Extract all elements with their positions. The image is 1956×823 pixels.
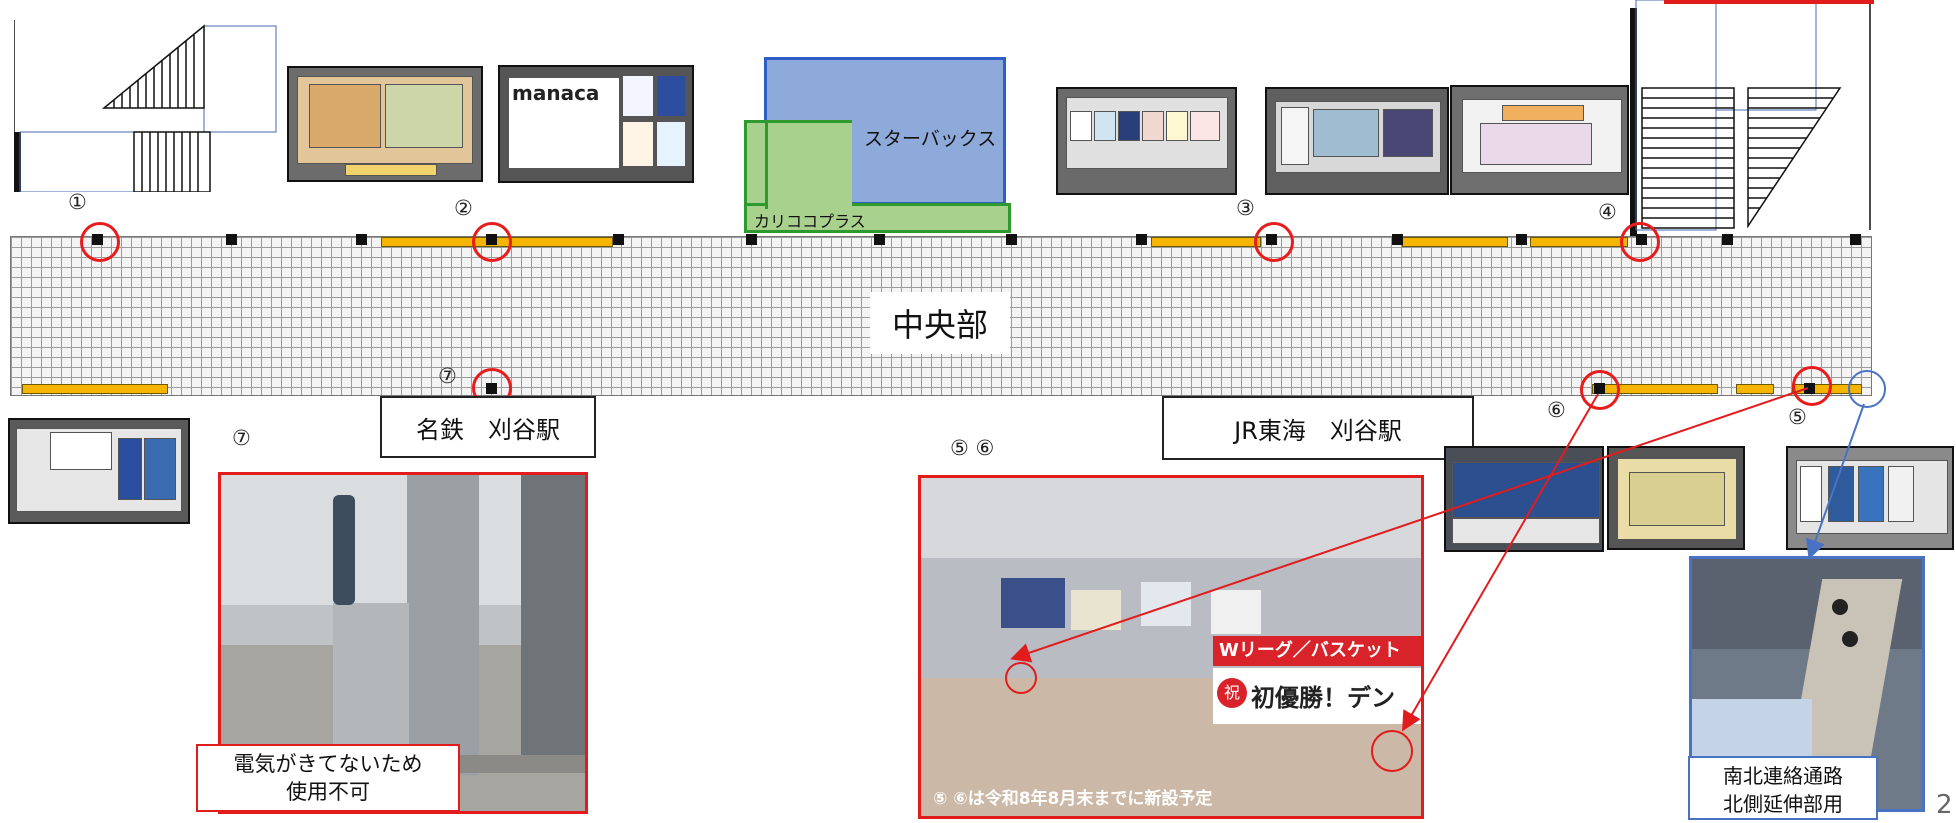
marker-label-4: ④ <box>1598 200 1617 224</box>
north-extension-caption: 南北連絡通路 北側延伸部用 <box>1688 756 1878 820</box>
arrow-6-to-photo <box>1401 393 1599 732</box>
north-caption-line-1: 南北連絡通路 <box>1723 764 1843 788</box>
starbucks-label: スターバックス <box>864 128 997 150</box>
photo-board-3 <box>1056 87 1237 195</box>
marker-label-3: ③ <box>1236 196 1255 220</box>
pillar <box>613 234 624 245</box>
pillar <box>1516 234 1527 245</box>
caption-line-1: 電気がきてないため <box>233 752 423 776</box>
marker-label-2: ② <box>454 196 473 220</box>
location-marker-1[interactable] <box>80 222 120 262</box>
left-stairs-drawing <box>13 20 277 193</box>
right-stairs-drawing <box>1630 0 1871 238</box>
photo-board-6a <box>1444 446 1604 552</box>
location-marker-3[interactable] <box>1254 222 1294 262</box>
bench-bar <box>22 384 168 394</box>
photo-5-6-note: ⑤ ⑥は令和8年8月末までに新設予定 <box>933 789 1213 809</box>
caption-power-unavailable: 電気がきてないため 使用不可 <box>196 744 460 812</box>
pillar <box>746 234 757 245</box>
photo-manaca-board: manaca <box>498 65 694 183</box>
photo-board-5 <box>1450 85 1629 195</box>
red-top-edge <box>1664 0 1874 4</box>
photo-location-5-6: Wリーグ／バスケット 祝 初優勝！デン ⑤ ⑥は令和8年8月末までに新設予定 <box>918 475 1424 819</box>
page-number: 2 <box>1936 790 1953 820</box>
location-marker-2[interactable] <box>472 222 512 262</box>
left-stairs <box>13 20 334 193</box>
pillar <box>1850 234 1861 245</box>
location-marker-6[interactable] <box>1580 370 1620 410</box>
meitetsu-station-label: 名鉄 刈谷駅 <box>380 396 596 458</box>
pillar <box>1392 234 1403 245</box>
arrow-5-to-photo <box>1010 387 1809 663</box>
pillar <box>874 234 885 245</box>
caption-line-2: 使用不可 <box>286 780 370 804</box>
photo-heading-7: ⑦ <box>232 426 251 450</box>
jr-station-label: JR東海 刈谷駅 <box>1162 396 1474 460</box>
location-marker-4[interactable] <box>1620 222 1660 262</box>
photo-heading-5-6: ⑤ ⑥ <box>950 436 995 460</box>
pillar <box>1006 234 1017 245</box>
central-area-label: 中央部 <box>870 292 1010 354</box>
banner-bottom: 初優勝！デン <box>1251 684 1395 712</box>
kariko-top-strip <box>765 120 852 209</box>
photo-board-6b <box>1607 446 1745 550</box>
kariko-label: カリココプラス <box>754 212 866 231</box>
pillar <box>1722 234 1733 245</box>
pillar <box>1136 234 1147 245</box>
location-marker-5[interactable] <box>1792 366 1832 406</box>
north-extension-marker[interactable] <box>1848 370 1886 408</box>
marker-label-6: ⑥ <box>1547 398 1566 422</box>
manaca-logo-text: manaca <box>512 81 600 105</box>
photo-board-4 <box>1265 87 1449 195</box>
photo-board-5-right <box>1786 446 1954 550</box>
marker-label-5: ⑤ <box>1788 405 1807 429</box>
pillar <box>226 234 237 245</box>
marker-label-1: ① <box>68 190 87 214</box>
right-stairs <box>1630 0 1890 240</box>
arrow-north-extension <box>1805 403 1865 560</box>
north-caption-line-2: 北側延伸部用 <box>1723 792 1843 816</box>
banner-badge: 祝 <box>1217 678 1247 708</box>
marker-label-7: ⑦ <box>438 364 457 388</box>
photo-board-left-bottom <box>8 418 190 524</box>
banner-top: Wリーグ／バスケット <box>1213 636 1421 666</box>
pillar <box>356 234 367 245</box>
photo-board-1 <box>287 66 483 182</box>
bench-bar <box>1736 384 1774 394</box>
